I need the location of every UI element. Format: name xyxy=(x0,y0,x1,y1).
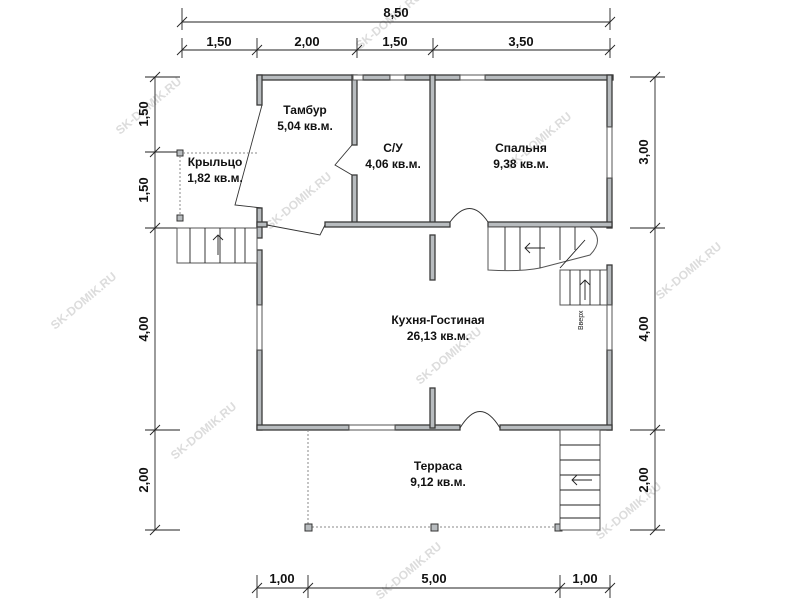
dimension-bottom: 1,00 5,00 1,00 xyxy=(251,571,616,598)
room-kitchen-area: 26,13 кв.м. xyxy=(407,329,469,343)
dim-right-seg-1: 3,00 xyxy=(636,139,651,164)
porch xyxy=(176,149,258,264)
dimension-top-segments: 1,50 2,00 1,50 3,50 xyxy=(176,34,616,58)
room-kitchen: Кухня-Гостиная 26,13 кв.м. xyxy=(391,313,484,343)
dim-top-total: 8,50 xyxy=(383,5,408,20)
dim-left-seg-1: 1,50 xyxy=(136,101,151,126)
watermark: SK-DOMIK.RU xyxy=(373,539,444,600)
watermark: SK-DOMIK.RU xyxy=(653,239,724,302)
room-su-area: 4,06 кв.м. xyxy=(365,157,421,171)
room-bedroom-area: 9,38 кв.м. xyxy=(493,157,549,171)
terrace xyxy=(304,429,601,532)
room-terrace: Терраса 9,12 кв.м. xyxy=(410,459,466,489)
dim-right-seg-2: 4,00 xyxy=(636,316,651,341)
watermark: SK-DOMIK.RU xyxy=(263,169,334,232)
dim-bottom-seg-3: 1,00 xyxy=(572,571,597,586)
room-su: С/У 4,06 кв.м. xyxy=(365,141,421,171)
room-kitchen-name: Кухня-Гостиная xyxy=(391,313,484,327)
watermarks: SK-DOMIK.RU SK-DOMIK.RU SK-DOMIK.RU SK-D… xyxy=(48,0,724,600)
room-su-name: С/У xyxy=(383,141,403,155)
dim-top-seg-4: 3,50 xyxy=(508,34,533,49)
staircase: Вверх xyxy=(487,226,608,330)
stairs-label: Вверх xyxy=(578,310,585,330)
dimension-left: 1,50 1,50 4,00 xyxy=(136,71,180,436)
room-porch: Крыльцо 1,82 кв.м. xyxy=(187,155,243,185)
dim-bottom-seg-1: 1,00 xyxy=(269,571,294,586)
room-terrace-area: 9,12 кв.м. xyxy=(410,475,466,489)
dimension-left-terrace: 2,00 xyxy=(136,430,180,536)
room-terrace-name: Терраса xyxy=(414,459,463,473)
dimension-top-total: 8,50 xyxy=(176,5,616,30)
dim-bottom-seg-2: 5,00 xyxy=(421,571,446,586)
watermark: SK-DOMIK.RU xyxy=(48,269,119,332)
room-porch-area: 1,82 кв.м. xyxy=(187,171,243,185)
watermark: SK-DOMIK.RU xyxy=(593,479,664,542)
room-tambur: Тамбур 5,04 кв.м. xyxy=(277,103,333,133)
room-bedroom-name: Спальня xyxy=(495,141,547,155)
dim-left-seg-2: 1,50 xyxy=(136,177,151,202)
dim-left-seg-4: 2,00 xyxy=(136,467,151,492)
windows xyxy=(256,74,613,431)
dim-left-seg-3: 4,00 xyxy=(136,316,151,341)
room-tambur-area: 5,04 кв.м. xyxy=(277,119,333,133)
dim-top-seg-3: 1,50 xyxy=(382,34,407,49)
dimension-right: 3,00 4,00 2,00 xyxy=(630,71,665,536)
room-porch-name: Крыльцо xyxy=(188,155,243,169)
doors xyxy=(234,104,501,429)
dim-top-seg-1: 1,50 xyxy=(206,34,231,49)
room-bedroom: Спальня 9,38 кв.м. xyxy=(493,141,549,171)
dim-top-seg-2: 2,00 xyxy=(294,34,319,49)
dim-right-seg-3: 2,00 xyxy=(636,467,651,492)
watermark: SK-DOMIK.RU xyxy=(168,399,239,462)
room-tambur-name: Тамбур xyxy=(283,103,327,117)
